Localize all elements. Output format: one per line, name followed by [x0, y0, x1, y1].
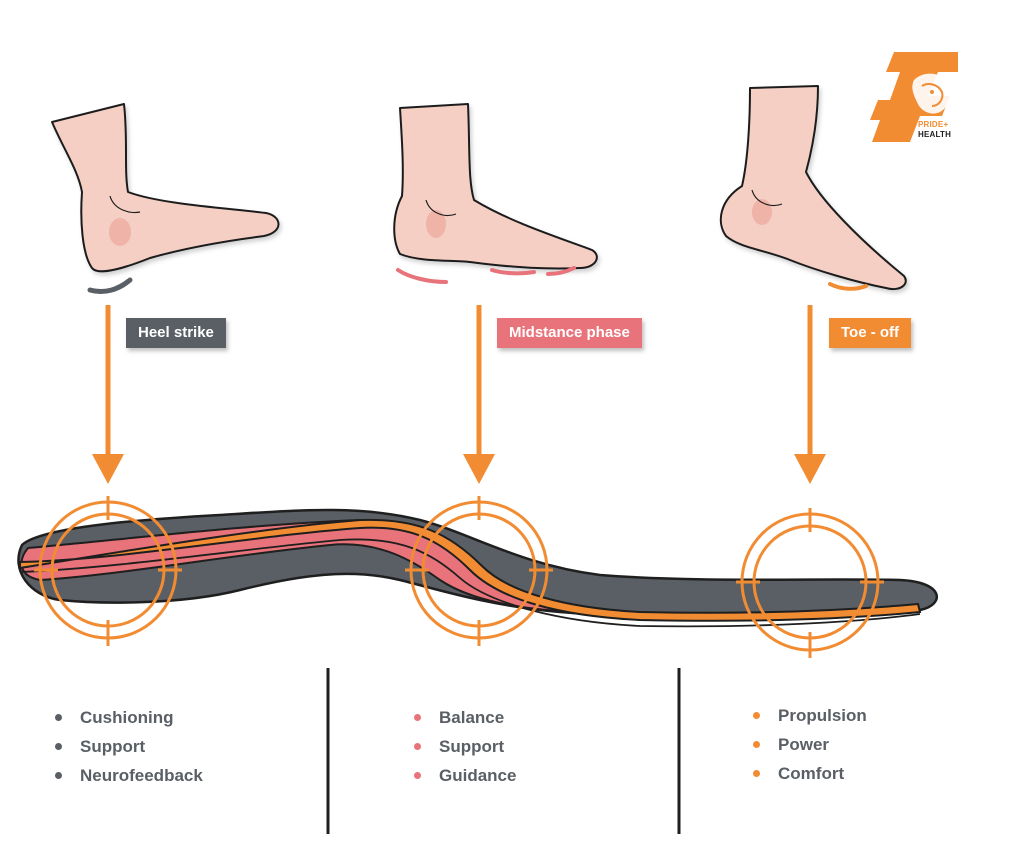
bullet-dot	[414, 743, 421, 750]
bullet-dot	[753, 770, 760, 777]
target-toe	[736, 508, 884, 658]
list-item: Cushioning	[55, 703, 203, 732]
target-heel	[34, 496, 182, 646]
brand-logo: PRIDE+ HEALTH	[866, 50, 966, 146]
list-item: Support	[414, 732, 516, 761]
benefit-label: Comfort	[778, 764, 845, 783]
phase-label-midstance: Midstance phase	[497, 318, 642, 348]
insole	[17, 508, 938, 628]
bullet-dot	[414, 772, 421, 779]
arrow-midstance	[463, 305, 495, 484]
arrow-heel-strike	[92, 305, 124, 484]
list-item: Comfort	[753, 759, 867, 788]
benefit-label: Guidance	[439, 766, 517, 785]
foot-toe-off	[719, 85, 907, 290]
brand-line2: HEALTH	[918, 130, 952, 139]
bullet-dot	[55, 743, 62, 750]
toe-contact-mark	[828, 282, 868, 291]
benefit-label: Propulsion	[778, 706, 867, 725]
list-item: Guidance	[414, 761, 516, 790]
brand-line1: PRIDE+	[918, 120, 949, 129]
bullet-dot	[753, 712, 760, 719]
benefit-label: Neurofeedback	[80, 766, 203, 785]
phase-label-heel-strike: Heel strike	[126, 318, 226, 348]
list-item: Support	[55, 732, 203, 761]
list-item: Neurofeedback	[55, 761, 203, 790]
benefit-label: Cushioning	[80, 708, 174, 727]
bullet-dot	[55, 772, 62, 779]
benefits-midstance: Balance Support Guidance	[414, 703, 516, 790]
phase-label-toe-off: Toe - off	[829, 318, 912, 348]
target-midstance	[405, 496, 553, 646]
benefit-label: Power	[778, 735, 830, 754]
benefit-label: Balance	[439, 708, 505, 727]
list-item: Balance	[414, 703, 516, 732]
foot-heel-strike	[51, 103, 280, 273]
bullet-dot	[753, 741, 760, 748]
benefit-label: Support	[80, 737, 146, 756]
benefit-label: Support	[439, 737, 505, 756]
arrow-toe-off	[794, 305, 826, 484]
heel-contact-mark	[87, 277, 133, 295]
list-item: Propulsion	[753, 701, 867, 730]
benefits-heel-strike: Cushioning Support Neurofeedback	[55, 703, 203, 790]
midstance-contact-marks	[396, 266, 576, 284]
bullet-dot	[55, 714, 62, 721]
list-item: Power	[753, 730, 867, 759]
benefits-toe-off: Propulsion Power Comfort	[753, 701, 867, 788]
bullet-dot	[414, 714, 421, 721]
lion-cross-icon	[870, 52, 958, 142]
foot-midstance	[393, 103, 598, 270]
